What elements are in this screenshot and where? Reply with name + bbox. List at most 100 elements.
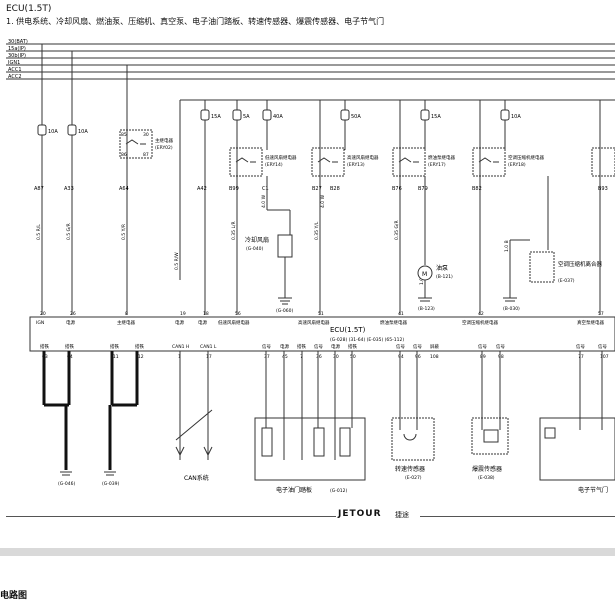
ecu-pin-label: 搭铁 <box>65 343 74 350</box>
brand-logo-cn: 捷途 <box>395 511 409 519</box>
ecu-pin-label: 电源 <box>66 319 75 326</box>
ecu-pin: 17 <box>206 354 212 360</box>
fan-label: 冷却风扇 <box>245 236 269 244</box>
fuse-rating: 15A <box>431 114 441 120</box>
ecu-pin-label: 低速风扇继电器 <box>218 319 250 326</box>
ecu-pin-label: 搭铁 <box>348 343 357 350</box>
ecu-pin-label: 电源 <box>331 343 340 350</box>
ecu-pin-label: 信号 <box>496 343 505 350</box>
pump-code: (B-121) <box>436 274 453 280</box>
wire-color: 0.5 Y/R <box>121 224 127 240</box>
ecu-pin-label: 电源 <box>280 343 289 350</box>
wire-code: B76 <box>392 186 402 192</box>
ecu-pin: 98 <box>498 354 504 360</box>
ecu-pin: 36 <box>316 354 322 360</box>
page-separator-band <box>0 548 615 556</box>
wire-color: 0.5 R/L <box>36 224 42 240</box>
rail-label: 15a(IP) <box>8 46 26 52</box>
wire-color: 0.35 Y/L <box>314 221 320 240</box>
can-system-label: CAN系统 <box>184 474 209 482</box>
wire-code: B93 <box>598 186 608 192</box>
wiring-diagram: 30(BAT) 15a(IP) 30b(IP) IGN1 ACC1 ACC2 <box>6 39 615 494</box>
wire-color: 4.0 W <box>261 194 267 208</box>
ecu-pin-label: 电源 <box>175 319 184 326</box>
wire-code: A42 <box>197 186 207 192</box>
wire-color: 0.5 G/R <box>66 223 72 240</box>
ecu-pin-label: 搭铁 <box>135 343 144 350</box>
sensor-label: 电子节气门 <box>578 486 608 494</box>
fuse-rating: 15A <box>211 114 221 120</box>
ecu-pin-label: 信号 <box>314 343 323 350</box>
rail-label: IGN1 <box>8 60 20 66</box>
relay-code: (ERY13) <box>347 162 365 168</box>
page-subtitle: 1. 供电系统、冷却风扇、燃油泵、压缩机、真空泵、电子油门踏板、转速传感器、爆震… <box>6 17 385 26</box>
ecu-pin: 112 <box>135 354 144 360</box>
throttle-pedal-box <box>254 417 366 481</box>
ground-code: (B-123) <box>418 306 435 312</box>
ecu-pin: 89 <box>480 354 486 360</box>
rail-label: 30(BAT) <box>8 39 28 45</box>
relay-pin: 87 <box>143 152 149 158</box>
ecu-pin: 37 <box>264 354 270 360</box>
ecu-pin-label: 信号 <box>598 343 607 350</box>
ecu-pin: 111 <box>110 354 119 360</box>
footer-rule <box>6 516 336 517</box>
relay-pin: 30 <box>143 132 149 138</box>
page-title: ECU(1.5T) <box>6 4 52 14</box>
ecu-pin-label: 电源 <box>198 319 207 326</box>
ecu-pin: 51 <box>318 311 324 317</box>
wire-color: 0.35 G/R <box>394 220 400 240</box>
ecu-pin-label: 信号 <box>262 343 271 350</box>
ground-code: (B-030) <box>503 306 520 312</box>
ecu-pin-label: CAN1 L <box>200 344 217 350</box>
wire-code: B27 <box>312 186 322 192</box>
sensor-label: 转速传感器 <box>395 465 425 473</box>
ecu-pin-label: 搭铁 <box>297 343 306 350</box>
rail-label: 30b(IP) <box>8 53 26 59</box>
sensor-code: (E-027) <box>405 475 422 481</box>
ecu-pin-label: 信号 <box>413 343 422 350</box>
wire-code: B99 <box>229 186 239 192</box>
wire-code: A64 <box>119 186 129 192</box>
throttle-body-box <box>539 417 615 481</box>
ecu-pin: 8 <box>125 311 128 317</box>
wire-code: C1 <box>262 186 269 192</box>
fuse-rating: 50A <box>351 114 361 120</box>
fuse-rating: 10A <box>48 129 58 135</box>
ecu-pin: 107 <box>600 354 609 360</box>
pump-motor-m: M <box>422 271 427 278</box>
ecu-title: ECU(1.5T) <box>330 326 366 334</box>
relay-pin: 86 <box>121 152 127 158</box>
rail-label: ACC2 <box>8 74 22 80</box>
sensor-code: (G-012) <box>330 488 347 494</box>
speed-sensor-box <box>391 417 435 461</box>
next-section-heading: 电路图 <box>0 591 28 601</box>
ecu-pin: 45 <box>282 354 288 360</box>
ecu-pin: 30 <box>333 354 339 360</box>
ecu-pin-label: IGN <box>36 320 44 326</box>
wire-color: 0.35 L/R <box>231 221 237 240</box>
relay-label: 空调压缩机继电器 <box>508 154 544 161</box>
relay-label: 燃油泵继电器 <box>428 154 455 161</box>
ecu-pin: 56 <box>235 311 241 317</box>
ground-code: (G-060) <box>276 308 293 314</box>
wire-color: 4.0 W <box>320 194 326 208</box>
relay-code: (ERY02) <box>155 145 173 151</box>
relay-code: (ERY18) <box>508 162 526 168</box>
wire-code: A33 <box>64 186 74 192</box>
ecu-pin: 26 <box>70 311 76 317</box>
sensor-label: 爆震传感器 <box>472 465 502 473</box>
footer-rule <box>420 516 615 517</box>
ground-code: (G-046) <box>58 481 75 487</box>
wire-color: 1.0 B <box>504 240 510 252</box>
wire-color: 0.5 R/W <box>174 252 180 270</box>
ecu-pin-label: 燃油泵继电器 <box>380 319 407 326</box>
ecu-pin: 20 <box>40 311 46 317</box>
ecu-pin: 50 <box>350 354 356 360</box>
ecu-pin-label: 信号 <box>478 343 487 350</box>
ecu-pin: 42 <box>478 311 484 317</box>
fuse-rating: 10A <box>511 114 521 120</box>
relay-code: (ERY17) <box>428 162 446 168</box>
ecu-pin-label: 高速风扇继电器 <box>298 319 330 326</box>
knock-sensor-box <box>471 417 509 455</box>
